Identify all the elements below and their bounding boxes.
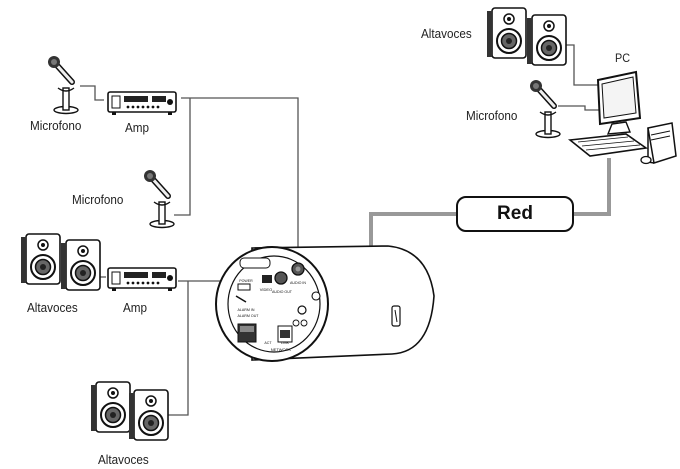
label-microphone-mid: Microfono [72, 192, 124, 207]
wire-mic-pc-to-pc [558, 105, 600, 111]
camera-label-audio-out: AUDIO OUT [272, 290, 293, 294]
label-speakers-bottom: Altavoces [98, 452, 149, 467]
camera-label-alarm-out: ALARM OUT [238, 314, 260, 318]
speakers-left-pair [20, 233, 101, 291]
network-label: Red [497, 203, 533, 224]
camera-label-video: VIDEO [260, 287, 272, 292]
camera-label-act: ACT [264, 341, 272, 345]
speakers-top-pair [486, 7, 567, 66]
amp-bottom [107, 267, 177, 292]
microphone-pc [530, 80, 560, 138]
label-amp-top: Amp [125, 120, 150, 135]
network-box: Red [456, 196, 574, 232]
microphone-top-left [48, 56, 78, 114]
label-microphone-top-left: Microfono [30, 118, 82, 133]
label-amp-bottom: Amp [123, 300, 148, 315]
label-speakers-top: Altavoces [421, 26, 472, 41]
camera-label-audio-in: AUDIO IN [290, 281, 306, 285]
label-speakers-left: Altavoces [27, 300, 78, 315]
network-cable-pc [574, 158, 611, 216]
camera-label-link: LINK [281, 341, 290, 345]
camera-body: AUDIO OUT AUDIO IN VIDEO POWER ALARM IN … [215, 245, 435, 362]
camera-label-power: POWER [239, 279, 253, 283]
speakers-bottom-pair [90, 381, 169, 441]
amp-top [107, 91, 177, 116]
camera-label-network: NETWORK [271, 347, 292, 352]
label-pc: PC [615, 51, 631, 65]
wire-mic-topleft-to-amp [80, 85, 104, 101]
wire-amp-top-to-audio-in [181, 97, 299, 250]
wire-mic-mid-to-amp [174, 98, 191, 216]
camera-label-alarm-in: ALARM IN [238, 308, 255, 312]
pc-icon [567, 70, 677, 165]
label-microphone-pc: Microfono [466, 108, 518, 123]
wire-speakers-to-pc [566, 44, 600, 86]
microphone-mid [144, 170, 174, 228]
